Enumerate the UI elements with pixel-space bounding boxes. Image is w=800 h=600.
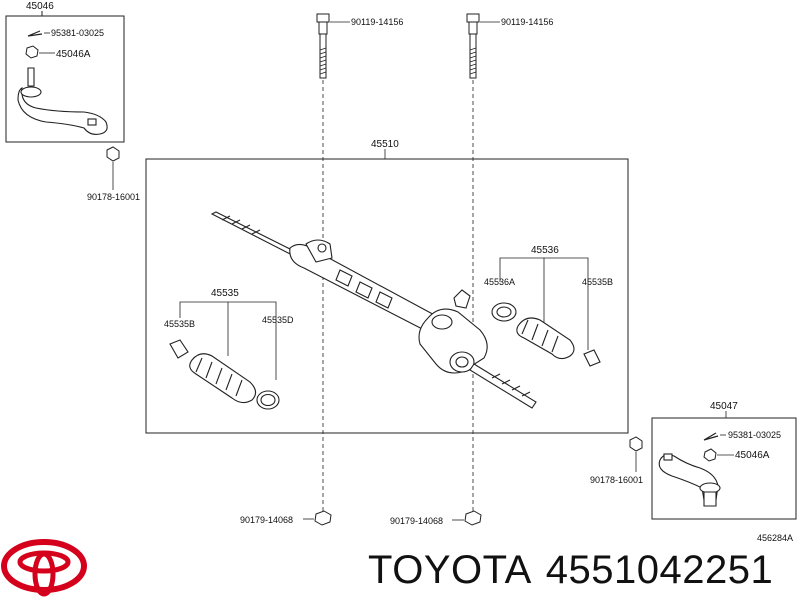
- part-number: 4551042251: [545, 548, 774, 592]
- label-drawing-code: 456284A: [757, 533, 793, 543]
- bolt-left-head-icon: [316, 13, 330, 23]
- tie-rod-end-right-icon: [658, 453, 721, 507]
- outer-nut-right-icon: [629, 436, 643, 452]
- brand-caption: TOYOTA 4551042251: [368, 548, 787, 593]
- nut-right-icon: [703, 448, 717, 462]
- label-tie-rod-end-right: 45047: [710, 401, 738, 412]
- label-bolt-right: 90119-14156: [501, 17, 553, 27]
- steering-rack-icon: [210, 211, 537, 409]
- bottom-nut-left-icon: [314, 510, 332, 526]
- label-tie-rod-end-left: 45046: [26, 1, 54, 12]
- label-bottom-nut-left: 90179-14068: [240, 515, 293, 525]
- cotter-pin-right-icon: [703, 432, 719, 441]
- label-boot-right-band-a: 45536A: [484, 277, 515, 287]
- rack-assembly-box: [145, 158, 629, 434]
- tie-rod-end-right-group: 45047 95381-03025 45046A: [651, 401, 797, 520]
- toyota-logo: [1, 539, 87, 597]
- label-cotter-pin-right: 95381-03025: [728, 430, 781, 440]
- nut-right-outer-group: 90178-16001: [590, 436, 643, 485]
- bolt-right-head-icon: [466, 13, 480, 23]
- label-nut-left-outer: 90178-16001: [87, 192, 140, 202]
- tie-rod-end-left-box: [5, 15, 125, 143]
- label-cotter-pin-left: 95381-03025: [51, 28, 104, 38]
- label-boot-left-band-b: 45535B: [164, 319, 195, 329]
- label-nut-right: 45046A: [735, 450, 770, 461]
- rack-assembly-group: 45510 45535 45535B 45535D: [145, 139, 629, 434]
- label-bolt-left: 90119-14156: [351, 17, 403, 27]
- label-boot-kit-right: 45536: [531, 245, 559, 256]
- label-boot-right-band-b: 45535B: [582, 277, 613, 287]
- bottom-nut-right-group: 90179-14068: [390, 510, 482, 526]
- cotter-pin-left-icon: [27, 30, 43, 37]
- bolt-left-group: 90119-14156: [316, 13, 403, 512]
- nut-left-outer-group: 90178-16001: [87, 146, 140, 202]
- bottom-nut-left-group: 90179-14068: [240, 510, 332, 526]
- label-boot-kit-left: 45535: [211, 288, 239, 299]
- label-boot-left-band-d: 45535D: [262, 315, 294, 325]
- bottom-nut-right-icon: [464, 510, 482, 526]
- bolt-right-group: 90119-14156: [466, 13, 553, 512]
- tie-rod-end-left-icon: [17, 67, 108, 135]
- outer-nut-left-icon: [106, 146, 120, 162]
- label-bottom-nut-right: 90179-14068: [390, 516, 443, 526]
- boot-right-icon: [491, 302, 601, 367]
- label-rack-assembly: 45510: [371, 139, 399, 150]
- tie-rod-end-left-group: 45046 95381-03025 45046A: [5, 1, 125, 143]
- label-nut-right-outer: 90178-16001: [590, 475, 643, 485]
- label-nut-left: 45046A: [56, 49, 91, 60]
- tie-rod-end-right-box: [651, 417, 797, 520]
- boot-left-icon: [169, 339, 280, 410]
- brand-name: TOYOTA: [368, 548, 532, 592]
- nut-left-icon: [25, 45, 39, 59]
